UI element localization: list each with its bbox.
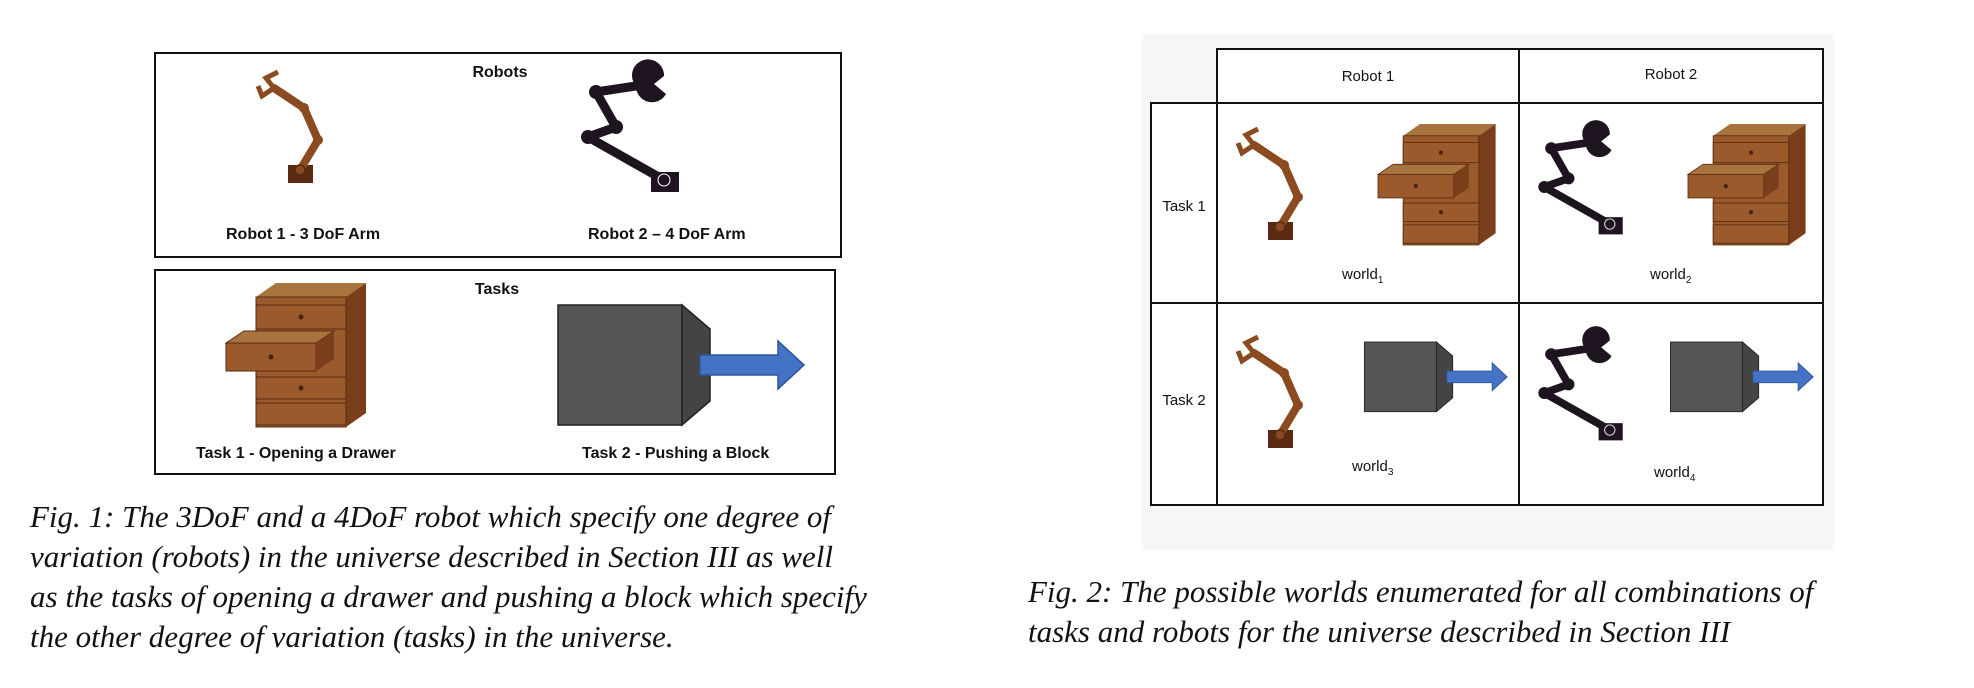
task1-label: Task 1 - Opening a Drawer [196, 445, 396, 462]
robot1-3dof-arm-illustration [1238, 320, 1318, 470]
world-label-base: world [1650, 266, 1686, 283]
fig2-caption: Fig. 2: The possible worlds enumerated f… [1028, 572, 1958, 652]
col-header-robot2: Robot 2 [1644, 66, 1698, 83]
world-cell-2: world2 [1518, 102, 1824, 304]
robots-panel-title: Robots [472, 64, 528, 81]
drawer-cabinet-illustration [225, 282, 367, 428]
world-cell-1: world1 [1216, 102, 1520, 304]
fig1-tasks-panel: Tasks Task 1 - Opening a Drawer Task 2 -… [154, 269, 836, 475]
world-label-subscript: 1 [1377, 275, 1384, 286]
col-header-robot1: Robot 1 [1341, 68, 1395, 85]
row-header-task1: Task 1 [1162, 198, 1206, 215]
tasks-panel-title: Tasks [474, 281, 520, 298]
robot1-3dof-arm-illustration [1238, 112, 1318, 262]
grid-header-robot2 [1518, 48, 1824, 104]
fig1-caption-line: as the tasks of opening a drawer and pus… [30, 579, 867, 614]
world-label-subscript: 3 [1387, 467, 1394, 478]
world-label-3: world3 [1352, 458, 1393, 478]
pushed-block-illustration [557, 304, 805, 426]
world-label-subscript: 2 [1685, 275, 1692, 286]
world-label-2: world2 [1650, 266, 1691, 286]
fig2-worlds-grid: Robot 1 Robot 2 Task 1 Task 2 world1 wor… [1150, 48, 1824, 506]
robot1-3dof-arm-illustration [258, 70, 338, 200]
world-cell-3: world3 [1216, 302, 1520, 506]
world-label-base: world [1654, 464, 1690, 481]
pushed-block-illustration [1363, 341, 1508, 413]
robot2-label: Robot 2 – 4 DoF Arm [588, 226, 746, 243]
world-label-base: world [1352, 458, 1388, 475]
robot1-label: Robot 1 - 3 DoF Arm [226, 226, 381, 243]
drawer-cabinet-illustration [1687, 123, 1807, 246]
world-cell-4: world4 [1518, 302, 1824, 506]
row-header-task2: Task 2 [1162, 392, 1206, 409]
fig2-caption-line: tasks and robots for the universe descri… [1028, 614, 1731, 649]
grid-row-header-task1 [1150, 102, 1218, 304]
world-label-subscript: 4 [1689, 473, 1696, 484]
world-label-base: world [1342, 266, 1378, 283]
fig1-robots-panel: Robots Robot 1 - 3 DoF Arm Robot 2 – 4 D… [154, 52, 842, 258]
drawer-cabinet-illustration [1377, 123, 1497, 246]
robot2-4dof-arm-illustration [576, 72, 706, 202]
fig1-caption-line: Fig. 1: The 3DoF and a 4DoF robot which … [30, 499, 831, 534]
fig2-caption-line: Fig. 2: The possible worlds enumerated f… [1028, 574, 1814, 609]
fig1-caption-line: the other degree of variation (tasks) in… [30, 619, 674, 654]
world-label-1: world1 [1342, 266, 1383, 286]
fig1-caption: Fig. 1: The 3DoF and a 4DoF robot which … [30, 497, 980, 657]
robot2-4dof-arm-illustration [1534, 318, 1646, 468]
pushed-block-illustration [1669, 341, 1814, 413]
robot2-4dof-arm-illustration [1534, 112, 1646, 262]
world-label-4: world4 [1654, 464, 1695, 484]
task2-label: Task 2 - Pushing a Block [582, 445, 770, 462]
fig1-caption-line: variation (robots) in the universe descr… [30, 539, 833, 574]
